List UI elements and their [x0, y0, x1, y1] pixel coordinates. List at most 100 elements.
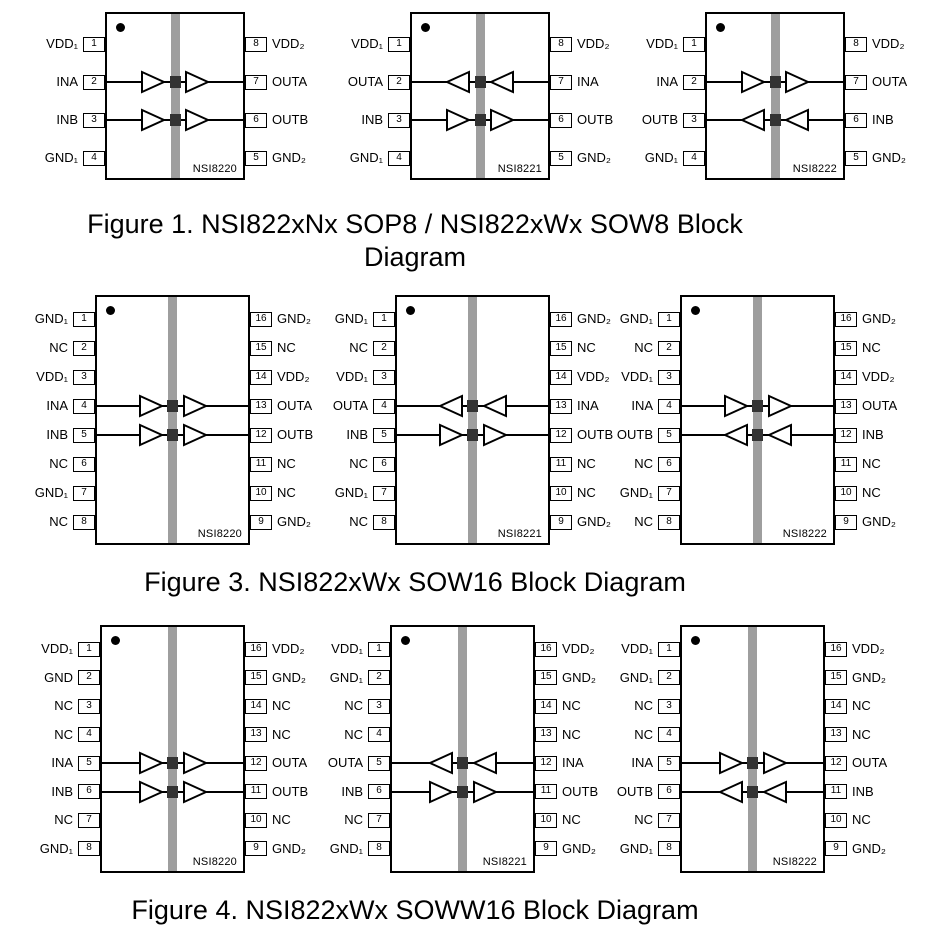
pin-label: INB [46, 427, 68, 442]
pin-label: GND₁ [619, 840, 653, 856]
pin1-indicator-dot [106, 306, 115, 315]
pin-number-box: 2 [368, 670, 390, 685]
barrier-crossing-mark [769, 76, 781, 88]
pin-number-box: 6 [245, 112, 267, 128]
pin-label: NC [49, 340, 68, 355]
pin-label: OUTB [277, 427, 314, 442]
isolator-buffer-right-icon [182, 423, 207, 447]
isolator-buffer-right-icon [185, 108, 209, 132]
isolator-buffer-right-icon [138, 423, 163, 447]
pin-number-box: 8 [550, 36, 572, 52]
pin-number-box: 4 [388, 150, 410, 166]
pin-number-box: 13 [825, 727, 847, 742]
pin-label: NC [277, 485, 296, 500]
pin-label: GND₁ [619, 485, 653, 500]
pin-label: VDD₂ [562, 641, 595, 656]
pin-number-box: 2 [73, 340, 95, 356]
pin-label: NC [272, 812, 291, 827]
pin-number-box: 16 [825, 641, 847, 657]
barrier-crossing-mark [752, 400, 763, 412]
pin-label: NC [54, 698, 73, 713]
pin-number-box: 15 [825, 670, 847, 685]
pin-label: NC [272, 698, 291, 713]
pin-number-box: 5 [73, 427, 95, 443]
pin-number-box: 13 [535, 727, 557, 742]
pin-number-box: 2 [388, 74, 410, 90]
isolator-buffer-right-icon [182, 394, 207, 418]
pin-label: INB [852, 783, 874, 799]
pin-label: NC [862, 456, 881, 471]
pin-label: OUTA [272, 74, 308, 89]
isolation-barrier [748, 627, 757, 871]
pin-label: INA [51, 755, 73, 770]
pin-number-box: 4 [683, 150, 705, 166]
isolator-buffer-right-icon [185, 70, 209, 94]
pin-label: NC [634, 340, 653, 355]
isolation-barrier [458, 627, 467, 871]
pin1-indicator-dot [116, 23, 125, 32]
pin-label: GND₂ [872, 150, 906, 165]
pin-number-box: 7 [658, 812, 680, 828]
pin-label: GND₁ [334, 485, 368, 500]
pin-number-box: 11 [835, 456, 857, 472]
pin-number-box: 5 [845, 150, 867, 166]
pin-number-box: 8 [73, 514, 95, 530]
pin-label: INB [341, 783, 363, 799]
pin-label: INA [577, 398, 599, 413]
pin-number-box: 11 [825, 784, 847, 799]
pin-number-box: 12 [550, 427, 572, 443]
pin-label: NC [349, 340, 368, 355]
pin-label: GND₂ [272, 840, 306, 856]
barrier-crossing-mark [467, 429, 478, 441]
pin-number-box: 11 [550, 456, 572, 472]
pin-label: OUTA [332, 398, 368, 413]
pin-label: GND₁ [34, 485, 68, 500]
pin-number-box: 15 [835, 340, 857, 356]
pin-number-box: 3 [388, 112, 410, 128]
pin-label: OUTA [872, 74, 908, 89]
pin-label: GND₁ [39, 840, 73, 856]
pin-number-box: 16 [535, 641, 557, 657]
pin-number-box: 14 [535, 698, 557, 714]
pin-label: VDD₂ [852, 641, 885, 656]
isolator-buffer-right-icon [182, 751, 207, 775]
isolator-buffer-left-icon [472, 751, 497, 775]
pin-label: OUTB [641, 112, 678, 127]
pin-label: OUTB [577, 112, 614, 127]
pin-label: NC [862, 485, 881, 500]
pin-number-box: 8 [845, 36, 867, 52]
pin-number-box: 10 [250, 485, 272, 501]
pin-number-box: 14 [835, 369, 857, 385]
pin-label: VDD₂ [872, 36, 905, 51]
pin-label: VDD₂ [272, 36, 305, 51]
package-outline [680, 625, 825, 873]
pin1-indicator-dot [406, 306, 415, 315]
pin-label: GND₂ [852, 840, 886, 856]
figure-caption-line: Figure 3. NSI822xWx SOW16 Block Diagram [144, 567, 686, 597]
isolator-buffer-left-icon [482, 394, 507, 418]
pin-number-box: 16 [245, 641, 267, 657]
barrier-crossing-mark [752, 429, 763, 441]
pin-label: VDD₁ [646, 36, 678, 51]
pin-number-box: 1 [658, 311, 680, 327]
pin-number-box: 15 [245, 670, 267, 685]
barrier-crossing-mark [467, 400, 478, 412]
pin-number-box: 9 [535, 841, 557, 856]
pin-number-box: 2 [683, 74, 705, 90]
isolator-buffer-left-icon [718, 779, 743, 804]
pin-label: GND₁ [34, 311, 68, 326]
pin-label: INB [346, 427, 368, 442]
isolator-buffer-left-icon [723, 423, 748, 447]
pin-number-box: 14 [245, 698, 267, 714]
pin-label: NC [634, 698, 653, 713]
part-number-label: NSI8220 [197, 528, 242, 540]
pin1-indicator-dot [691, 306, 700, 315]
pin-number-box: 6 [550, 112, 572, 128]
pin-number-box: 4 [83, 150, 105, 166]
pin-label: NC [277, 456, 296, 471]
pin-label: INB [56, 112, 78, 127]
isolator-buffer-right-icon [446, 108, 470, 132]
pin-number-box: 8 [368, 841, 390, 856]
